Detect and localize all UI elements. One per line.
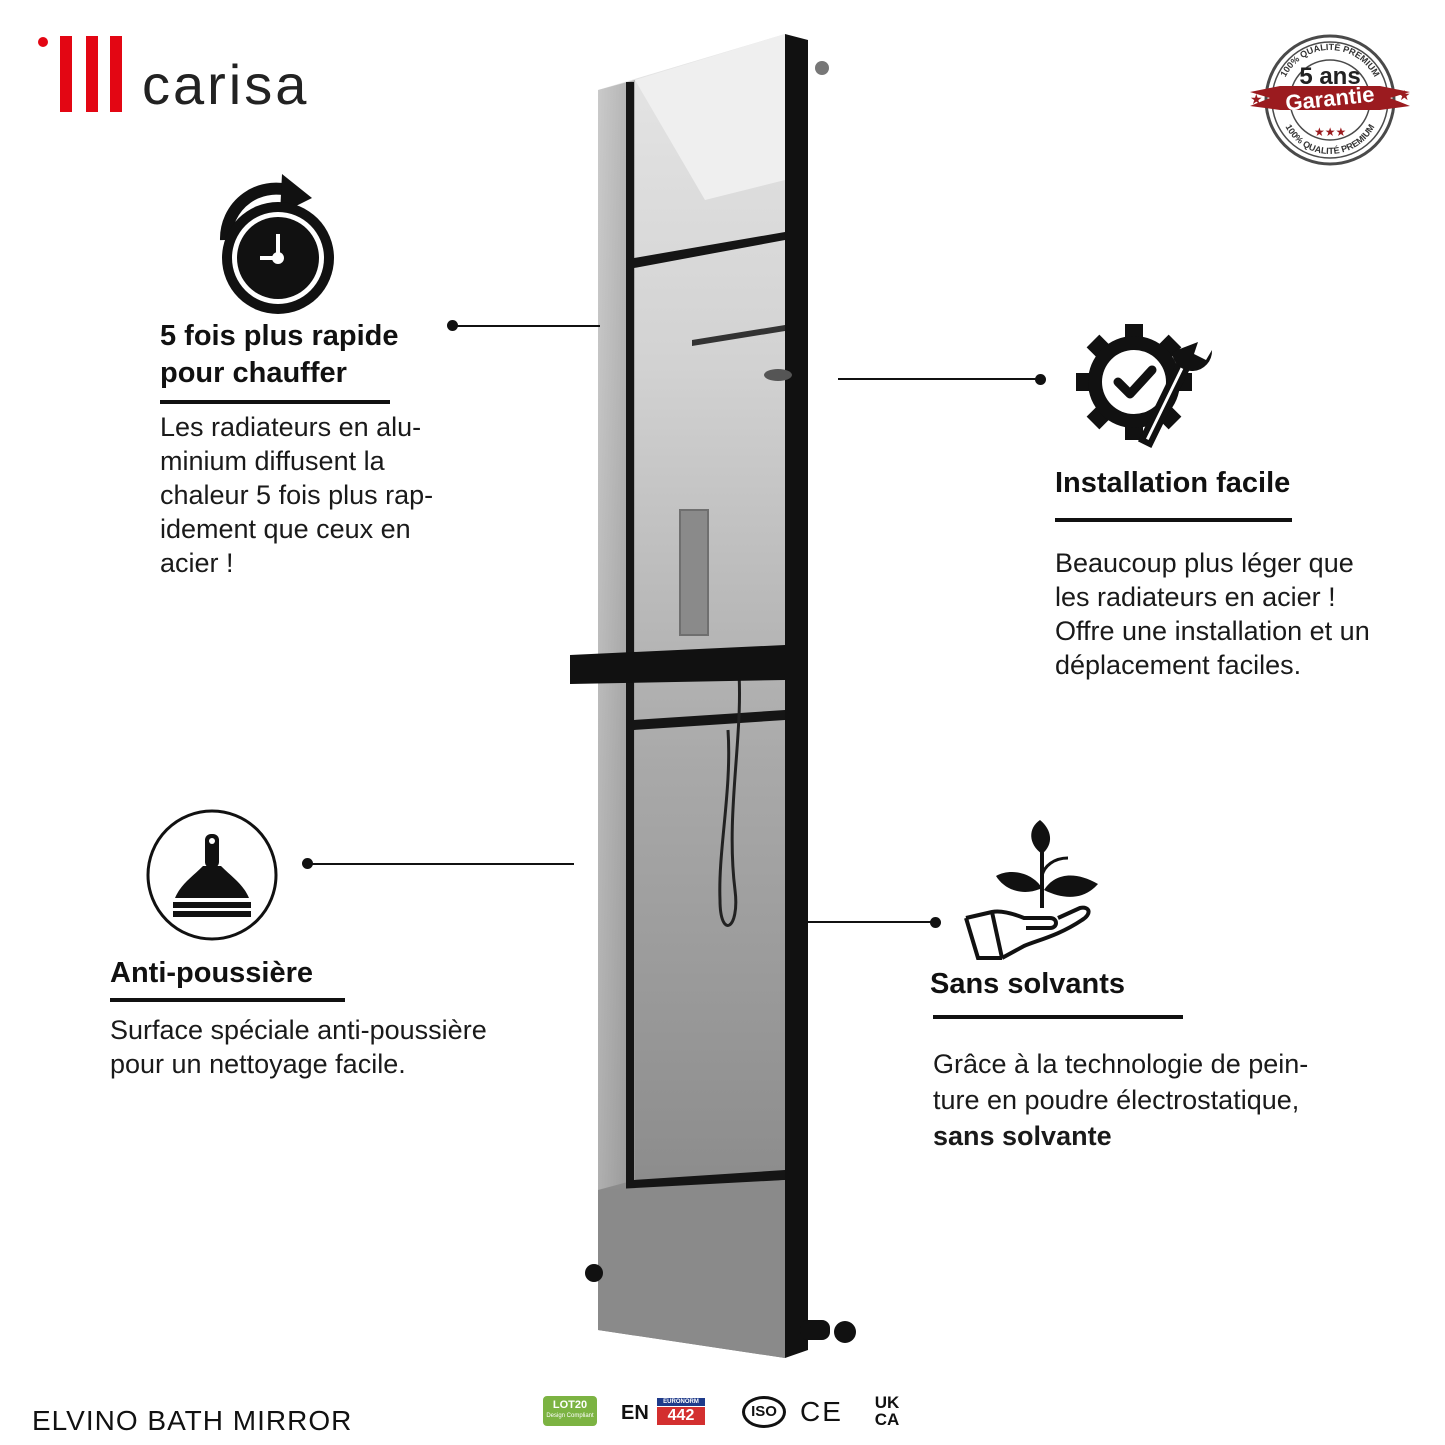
heat-description: Les radiateurs en alu- minium diffusent … (160, 412, 434, 578)
dust-title-underline (110, 998, 345, 1002)
solvent-connector-line (806, 921, 932, 923)
gear-wrench-icon (1072, 322, 1222, 452)
dust-connector-line (307, 863, 574, 865)
brand-name: carisa (142, 53, 310, 116)
install-connector-line (838, 378, 1040, 380)
install-description: Beaucoup plus léger que les radiateurs e… (1055, 548, 1370, 680)
brand-mark-icon (38, 36, 122, 112)
svg-text:★: ★ (1250, 91, 1263, 107)
lot20-logo: LOT20 Design Compliant (543, 1396, 597, 1426)
install-title-underline (1055, 518, 1292, 522)
clock-arrow-icon (212, 170, 338, 316)
heat-title: 5 fois plus rapide pour chauffer (160, 320, 399, 389)
heat-title-underline (160, 400, 390, 404)
brand-logo: carisa (34, 34, 334, 118)
solvent-description: Grâce à la technologie de pein- ture en … (933, 1049, 1309, 1151)
install-connector-dot (1035, 374, 1046, 385)
solvent-title-underline (933, 1015, 1183, 1019)
solvent-title: Sans solvants (930, 968, 1126, 1000)
ce-logo: CE (800, 1396, 843, 1427)
solvent-connector-dot (930, 917, 941, 928)
install-title: Installation facile (1055, 467, 1291, 499)
ukca-logo: UK CA (874, 1393, 900, 1429)
duster-icon (145, 808, 279, 942)
svg-text:★: ★ (1398, 87, 1411, 103)
guarantee-badge: 100% QUALITÉ PREMIUM 100% QUALITÉ PREMIU… (1240, 34, 1420, 166)
heat-connector-line (452, 325, 600, 327)
dust-description: Surface spéciale anti-poussière pour un … (110, 1015, 487, 1079)
product-name: ELVINO BATH MIRROR (32, 1405, 353, 1436)
plant-hand-icon (962, 818, 1102, 964)
badge-years: 5 ans (1299, 63, 1360, 90)
svg-text:★★★: ★★★ (1314, 125, 1346, 139)
en442-logo: EN EURONORM 442 (621, 1398, 705, 1426)
dust-title: Anti-poussière (110, 957, 314, 989)
iso-logo: ISO (742, 1396, 786, 1428)
product-image (560, 30, 860, 1370)
